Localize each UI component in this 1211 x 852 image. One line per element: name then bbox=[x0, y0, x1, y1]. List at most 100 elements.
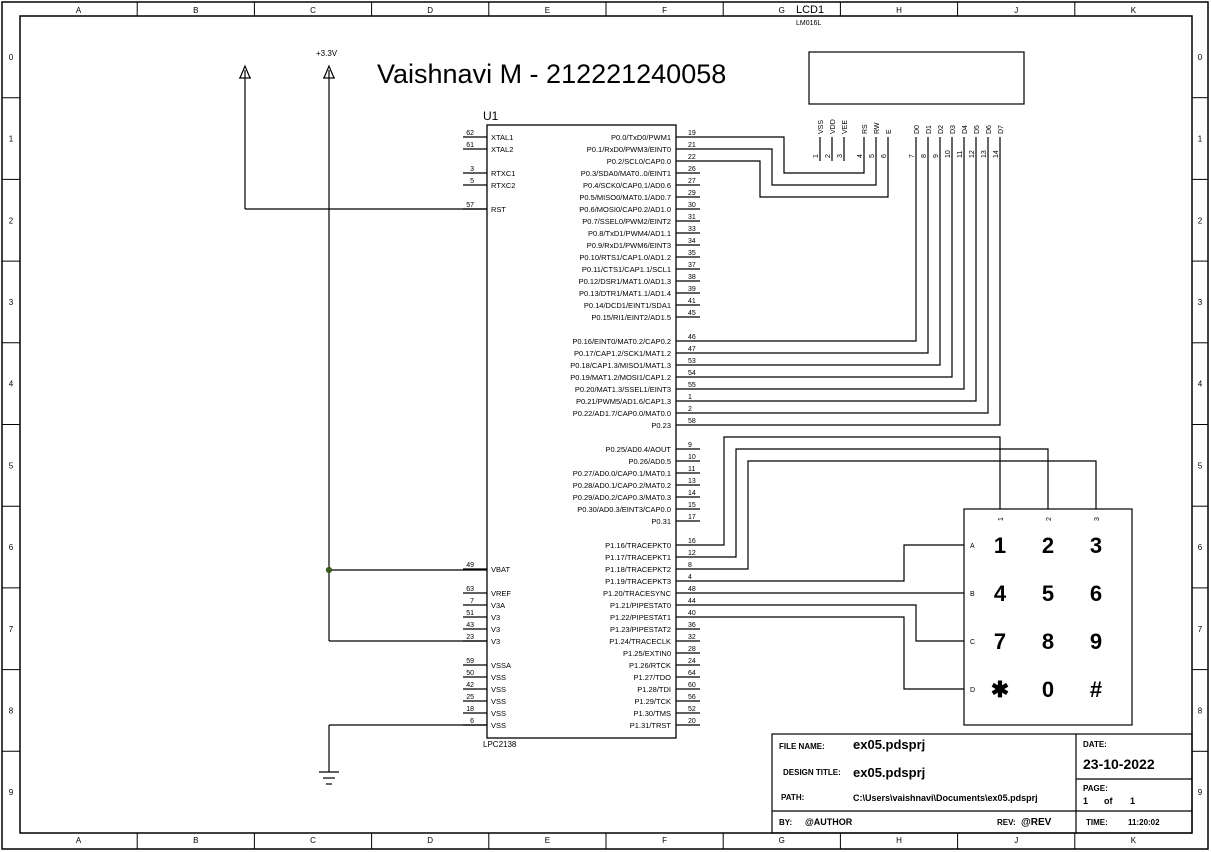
mcu-pin-number: 49 bbox=[466, 562, 474, 569]
ground-symbol bbox=[319, 724, 487, 785]
keypad-key[interactable]: 2 bbox=[1042, 533, 1054, 558]
keypad-key[interactable]: 9 bbox=[1090, 629, 1102, 654]
keypad-key[interactable]: 8 bbox=[1042, 629, 1054, 654]
mcu-pin-number: 13 bbox=[688, 478, 696, 485]
path-value: C:\Users\vaishnavi\Documents\ex05.pdsprj bbox=[853, 793, 1038, 803]
mcu-pin-number: 50 bbox=[466, 670, 474, 677]
mcu-pin-name: VSS bbox=[491, 721, 506, 730]
mcu-pin-name: P0.29/AD0.2/CAP0.3/MAT0.3 bbox=[573, 493, 671, 502]
keypad-key[interactable]: ✱ bbox=[991, 677, 1009, 702]
mcu-pin-name: P1.19/TRACEPKT3 bbox=[605, 577, 671, 586]
lcd-pin-name: D3 bbox=[950, 125, 957, 134]
mcu-pin-name: P1.24/TRACECLK bbox=[609, 637, 671, 646]
grid-row-label: 4 bbox=[9, 380, 14, 389]
lcd-pin-name: RS bbox=[862, 124, 869, 134]
mcu-pin-name: P0.17/CAP1.2/SCK1/MAT1.2 bbox=[574, 349, 671, 358]
mcu-pin-name: P0.14/DCD1/EINT1/SDA1 bbox=[584, 301, 671, 310]
grid-col-label: F bbox=[662, 836, 667, 845]
keypad-key[interactable]: 5 bbox=[1042, 581, 1054, 606]
keypad-key[interactable]: 7 bbox=[994, 629, 1006, 654]
grid-col-label: J bbox=[1014, 836, 1018, 845]
by-label: BY: bbox=[779, 818, 792, 827]
mcu-pin-name: P1.18/TRACEPKT2 bbox=[605, 565, 671, 574]
lcd-pin-name: D0 bbox=[914, 125, 921, 134]
keypad-key[interactable]: 6 bbox=[1090, 581, 1102, 606]
power-label: +3.3V bbox=[316, 49, 338, 58]
mcu-pin-name: V3A bbox=[491, 601, 505, 610]
mcu-pin-name: P0.27/AD0.0/CAP0.1/MAT0.1 bbox=[573, 469, 671, 478]
mcu-pin-name: P1.16/TRACEPKT0 bbox=[605, 541, 671, 550]
mcu-pin-number: 60 bbox=[688, 682, 696, 689]
mcu-pin-number: 27 bbox=[688, 178, 696, 185]
keypad-col-label: 1 bbox=[998, 517, 1005, 521]
mcu-pin-number: 18 bbox=[466, 706, 474, 713]
mcu-pin-number: 29 bbox=[688, 190, 696, 197]
mcu-pin-name: P1.21/PIPESTAT0 bbox=[610, 601, 671, 610]
mcu-pin-number: 17 bbox=[688, 514, 696, 521]
mcu-pin-name: P1.20/TRACESYNC bbox=[603, 589, 672, 598]
mcu-pin-number: 55 bbox=[688, 382, 696, 389]
mcu-pin-number: 22 bbox=[688, 154, 696, 161]
mcu-pin-name: P0.1/RxD0/PWM3/EINT0 bbox=[587, 145, 671, 154]
lcd-pin-number: 9 bbox=[933, 154, 940, 158]
mcu-pin-name: P0.10/RTS1/CAP1.0/AD1.2 bbox=[579, 253, 671, 262]
grid-row-label: 1 bbox=[9, 135, 14, 144]
keypad-key[interactable]: # bbox=[1090, 677, 1102, 702]
mcu-pin-number: 4 bbox=[688, 574, 692, 581]
mcu-pin-name: P0.12/DSR1/MAT1.0/AD1.3 bbox=[579, 277, 671, 286]
mcu-pin-number: 53 bbox=[688, 358, 696, 365]
lcd-pin-number: 1 bbox=[813, 154, 820, 158]
keypad-key[interactable]: 0 bbox=[1042, 677, 1054, 702]
file-name-label: FILE NAME: bbox=[779, 742, 825, 751]
mcu-pin-name: P0.5/MISO0/MAT0.1/AD0.7 bbox=[579, 193, 671, 202]
mcu-pin-name: V3 bbox=[491, 613, 500, 622]
grid-row-label: 0 bbox=[1198, 53, 1203, 62]
mcu-pin-number: 1 bbox=[688, 394, 692, 401]
mcu-pin-number: 28 bbox=[688, 646, 696, 653]
lcd-pin-name: D6 bbox=[986, 125, 993, 134]
mcu-pin-number: 42 bbox=[466, 682, 474, 689]
mcu-pin-number: 11 bbox=[688, 466, 695, 473]
mcu-pin-name: P1.27/TDO bbox=[633, 673, 671, 682]
rst-terminal bbox=[239, 64, 487, 210]
mcu-pin-name: P0.31 bbox=[651, 517, 671, 526]
lcd-ref-label: LCD1 bbox=[796, 4, 824, 16]
mcu-pin-name: P1.17/TRACEPKT1 bbox=[605, 553, 671, 562]
lcd-pin-number: 3 bbox=[837, 154, 844, 158]
lcd-pin-number: 8 bbox=[921, 154, 928, 158]
mcu-pin-number: 54 bbox=[688, 370, 696, 377]
keypad-key[interactable]: 1 bbox=[994, 533, 1006, 558]
mcu-pin-number: 21 bbox=[688, 142, 696, 149]
grid-row-label: 6 bbox=[1198, 543, 1203, 552]
mcu-pin-name: P0.15/RI1/EINT2/AD1.5 bbox=[591, 313, 671, 322]
design-title-label: DESIGN TITLE: bbox=[783, 768, 841, 777]
keypad-key[interactable]: 4 bbox=[994, 581, 1007, 606]
grid-col-label: A bbox=[76, 6, 82, 15]
keypad-wires bbox=[700, 436, 1097, 690]
mcu-pin-number: 61 bbox=[466, 142, 474, 149]
lcd-pins: VSS1VDD2VEE3RS4RW5E6D07D18D29D310D411D51… bbox=[813, 119, 1005, 161]
mcu-pin-name: P0.28/AD0.1/CAP0.2/MAT0.2 bbox=[573, 481, 671, 490]
mcu-pin-number: 9 bbox=[688, 442, 692, 449]
mcu-pin-number: 40 bbox=[688, 610, 696, 617]
mcu-pin-number: 8 bbox=[688, 562, 692, 569]
mcu-pin-number: 20 bbox=[688, 718, 696, 725]
rev-value: @REV bbox=[1021, 817, 1052, 828]
keypad-row-label: D bbox=[970, 687, 975, 694]
keypad-key[interactable]: 3 bbox=[1090, 533, 1102, 558]
mcu-pin-name: P0.13/DTR1/MAT1.1/AD1.4 bbox=[579, 289, 671, 298]
mcu-pin-name: P0.25/AD0.4/AOUT bbox=[606, 445, 672, 454]
mcu-pin-name: P0.19/MAT1.2/MOSI1/CAP1.2 bbox=[570, 373, 671, 382]
lcd-pin-name: D1 bbox=[926, 125, 933, 134]
mcu-pin-number: 32 bbox=[688, 634, 696, 641]
lcd-pin-number: 4 bbox=[857, 154, 864, 158]
keypad-row-label: B bbox=[970, 591, 975, 598]
mcu-pin-name: P1.28/TDI bbox=[637, 685, 671, 694]
grid-row-label: 2 bbox=[9, 216, 14, 225]
lcd-pin-name: VEE bbox=[842, 120, 849, 134]
lcd-pin-name: VDD bbox=[830, 119, 837, 134]
mcu-part-label: LPC2138 bbox=[483, 740, 517, 749]
mcu-pin-name: P0.0/TxD0/PWM1 bbox=[611, 133, 671, 142]
